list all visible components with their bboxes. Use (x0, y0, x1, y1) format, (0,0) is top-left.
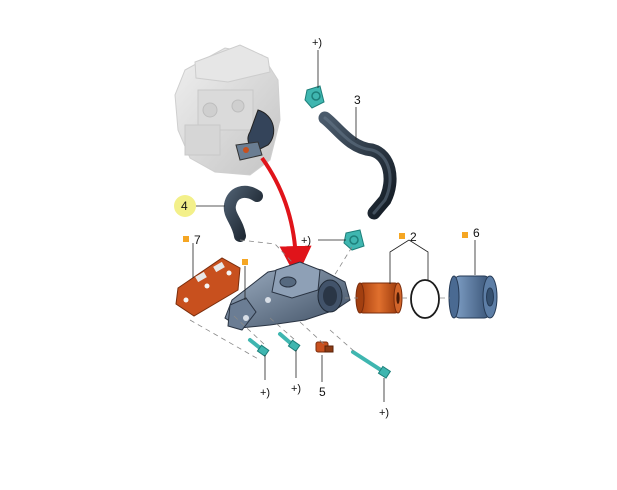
assembly-lines (189, 239, 450, 361)
gasket-7 (175, 257, 241, 317)
callout-upper-clamp: +) (312, 37, 322, 49)
pointer-arrow (260, 156, 312, 278)
engine-illustration (174, 44, 281, 176)
o-ring (410, 279, 440, 319)
marker-square-housing (242, 259, 248, 265)
marker-square-6 (462, 232, 468, 238)
coolant-hose-3 (318, 111, 397, 220)
bolt-middle (278, 332, 301, 352)
highlight-circle-4 (174, 195, 196, 217)
hose-4 (223, 185, 263, 242)
callout-6: 6 (473, 226, 480, 240)
callout-7: 7 (194, 233, 201, 247)
hose-clamp-lower (343, 229, 365, 251)
bolt-long (351, 350, 392, 379)
sensor-5 (315, 341, 334, 353)
marker-square-2 (399, 233, 405, 239)
bolt-left (248, 338, 270, 357)
oil-filter-element (355, 282, 403, 314)
callout-bolt-left: +) (260, 387, 270, 399)
callout-4: 4 (181, 199, 188, 213)
marker-square-7 (183, 236, 189, 242)
callout-5: 5 (319, 385, 326, 399)
callout-3: 3 (354, 93, 361, 107)
oil-filter-cap-6 (448, 275, 498, 319)
callout-lower-clamp: +) (301, 235, 311, 247)
hose-clamp-upper (304, 85, 325, 109)
oil-filter-housing (224, 261, 351, 331)
leader-lines (192, 50, 476, 402)
callout-bolt-middle: +) (291, 383, 301, 395)
callout-bolt-long: +) (379, 407, 389, 419)
callout-2: 2 (410, 230, 417, 244)
